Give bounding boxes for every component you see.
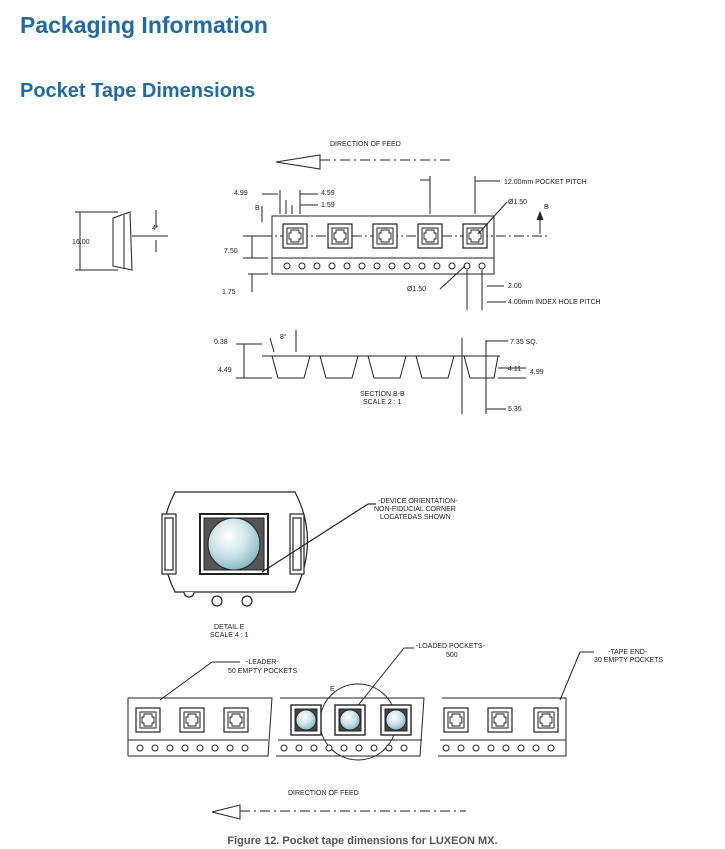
dim-label: 4.11 <box>508 366 521 373</box>
page-heading: Packaging Information <box>20 12 268 38</box>
loaded-label: -LOADED POCKETS- <box>416 643 486 650</box>
direction-label-bottom: DIRECTION OF FEED <box>288 790 359 797</box>
dim-label: 4.99 <box>530 369 544 376</box>
bottom-pockets <box>135 704 559 736</box>
top-tape-view <box>75 154 548 310</box>
detail-note: LOCATEDAS SHOWN <box>380 514 451 521</box>
dim-label: 1.75 <box>222 289 236 296</box>
loaded-label: 500 <box>446 652 458 659</box>
section-scale: SCALE 2 : 1 <box>363 399 402 406</box>
detail-mark: E <box>330 686 335 693</box>
dim-label: 2.00 <box>508 283 522 290</box>
detail-label: DETAIL E <box>214 624 245 631</box>
detail-scale: SCALE 4 : 1 <box>210 632 249 639</box>
section-view <box>236 330 526 414</box>
dim-label: B <box>255 205 260 212</box>
tape-end-label: -TAPE END- <box>608 649 648 656</box>
figure-caption: Figure 12. Pocket tape dimensions for LU… <box>227 835 498 847</box>
dim-label: 0.38 <box>214 339 228 346</box>
tape-end-label: 30 EMPTY POCKETS <box>594 657 663 664</box>
detail-e-view <box>161 491 376 607</box>
dim-label: 4.59 <box>321 190 335 197</box>
dim-label: 7.35 SQ. <box>510 339 538 346</box>
detail-note: NON-FIDUCIAL CORNER <box>374 506 456 513</box>
direction-label-top: DIRECTION OF FEED <box>330 141 401 148</box>
section-heading: Pocket Tape Dimensions <box>20 80 256 102</box>
dim-label: Ø1.50 <box>407 286 426 293</box>
leader-label: 50 EMPTY POCKETS <box>228 668 297 675</box>
dim-label: 4.99 <box>234 190 248 197</box>
bottom-index-holes <box>136 744 555 752</box>
dim-label: 8° <box>280 333 287 341</box>
dim-label: B <box>544 204 549 211</box>
dim-label: 1.59 <box>321 202 335 209</box>
leader-label: -LEADER- <box>246 659 279 666</box>
dim-label: 16.00 <box>72 239 90 246</box>
dim-label: 4.00mm INDEX HOLE PITCH <box>508 299 601 306</box>
section-label: SECTION B-B <box>360 391 405 398</box>
dim-label: 4.49 <box>218 367 232 374</box>
detail-note: -DEVICE ORIENTATION- <box>378 498 458 505</box>
dim-label: 7.50 <box>224 248 238 255</box>
dim-label: 12.00mm POCKET PITCH <box>504 179 587 186</box>
dim-label: Ø1.50 <box>508 199 527 206</box>
dim-label: 4° <box>152 224 159 232</box>
top-tape-labels: DIRECTION OF FEED 4.99 4.59 1.59 B 12.00… <box>72 141 601 306</box>
dim-label: 5.35 <box>508 406 522 413</box>
